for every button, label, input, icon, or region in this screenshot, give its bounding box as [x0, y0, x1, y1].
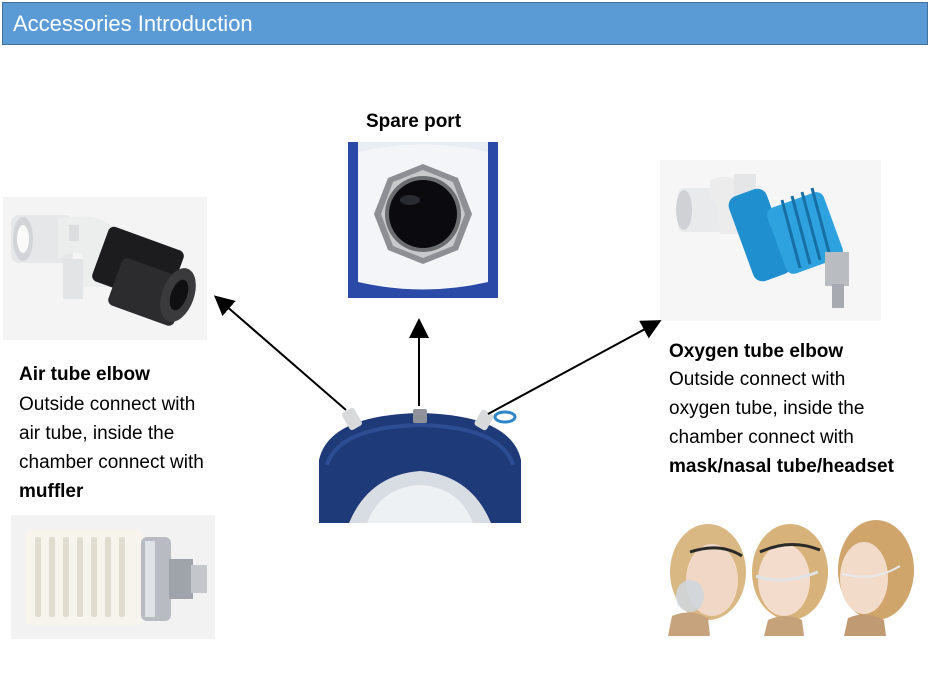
oxygen-tube-line-4: mask/nasal tube/headset: [669, 456, 894, 477]
spare-port-title: Spare port: [366, 111, 462, 132]
air-tube-elbow-description: Outside connect with air tube, inside th…: [19, 390, 204, 506]
chamber-image: [309, 405, 531, 523]
mask-nasal-headset-image: [660, 512, 925, 637]
spare-port-image: [348, 142, 498, 298]
oxygen-tube-elbow-description: Outside connect with oxygen tube, inside…: [669, 365, 894, 481]
oxygen-tube-elbow-title: Oxygen tube elbow: [669, 341, 844, 362]
air-tube-line-4: muffler: [19, 481, 84, 502]
arrow-to-air-tube-elbow: [213, 295, 347, 411]
arrow-to-oxygen-tube-elbow: [487, 320, 662, 415]
air-tube-elbow-image: [3, 197, 207, 340]
air-tube-line-1: Outside connect with: [19, 394, 196, 415]
muffler-image: [11, 515, 215, 639]
oxygen-tube-elbow-image: [660, 160, 881, 321]
air-tube-elbow-title: Air tube elbow: [19, 364, 150, 385]
oxygen-tube-line-3: chamber connect with: [669, 427, 854, 448]
air-tube-line-2: air tube, inside the: [19, 423, 175, 444]
air-tube-line-3: chamber connect with: [19, 452, 204, 473]
page-title: Accessories Introduction: [13, 11, 253, 36]
title-bar: Accessories Introduction: [2, 2, 928, 45]
oxygen-tube-line-2: oxygen tube, inside the: [669, 398, 865, 419]
oxygen-tube-line-1: Outside connect with: [669, 369, 846, 390]
